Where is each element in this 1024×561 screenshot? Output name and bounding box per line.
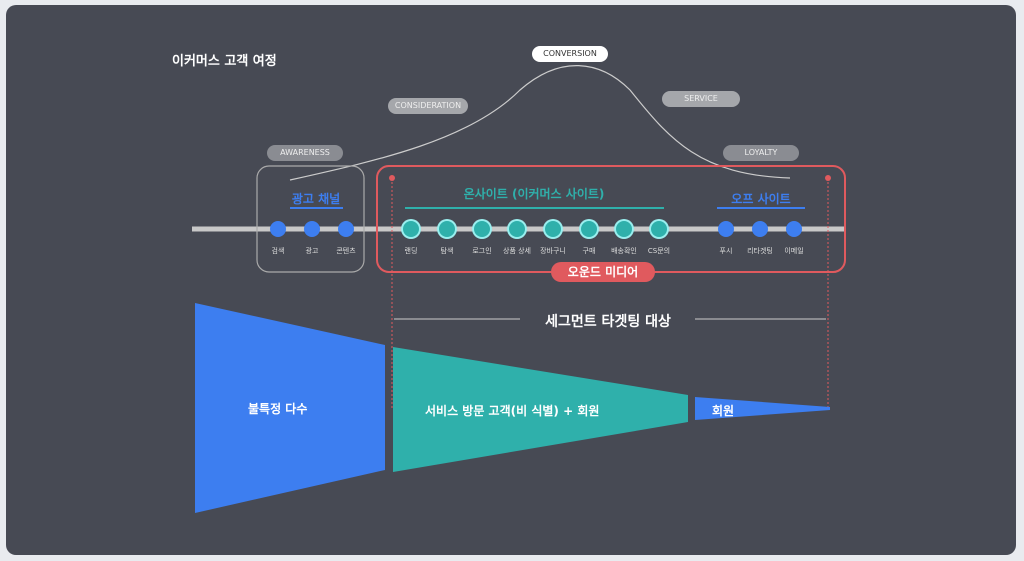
journey-node — [304, 221, 320, 237]
stage-loyalty: LOYALTY — [723, 145, 799, 161]
journey-node — [403, 221, 419, 237]
node-label: 탐색 — [440, 247, 454, 255]
node-label: 배송확인 — [611, 247, 637, 255]
stage-awareness: AWARENESS — [267, 145, 343, 161]
journey-node — [752, 221, 768, 237]
journey-node — [439, 221, 455, 237]
diagram-panel — [6, 5, 1016, 555]
owned-media-box — [376, 165, 846, 273]
node-label: 광고 — [305, 247, 319, 255]
stage-service: SERVICE — [662, 91, 740, 107]
ad-channel-title: 광고 채널 — [291, 192, 341, 206]
node-label: 리타겟팅 — [747, 247, 773, 255]
segment-targeting-label: 세그먼트 타겟팅 대상 — [545, 314, 671, 330]
onsite-title: 온사이트 (이커머스 사이트) — [463, 187, 605, 201]
journey-node — [270, 221, 286, 237]
funnel-label-1: 불특정 다수 — [248, 402, 308, 416]
ad-channel-box — [256, 165, 365, 273]
journey-node — [545, 221, 561, 237]
owned-media-badge: 오운드 미디어 — [551, 262, 655, 282]
node-label: 랜딩 — [404, 247, 418, 255]
journey-node — [338, 221, 354, 237]
funnel-label-2: 서비스 방문 고객(비 식별) + 회원 — [425, 404, 600, 418]
journey-node — [786, 221, 802, 237]
journey-node — [651, 221, 667, 237]
stage-conversion: CONVERSION — [532, 46, 608, 62]
funnel-stage-2 — [393, 347, 688, 472]
node-label: 로그인 — [472, 247, 492, 255]
journey-node — [718, 221, 734, 237]
node-label: 이메일 — [784, 247, 804, 255]
journey-node — [509, 221, 525, 237]
node-label: CS문의 — [647, 247, 671, 255]
stage-consideration: CONSIDERATION — [388, 98, 468, 114]
journey-node — [616, 221, 632, 237]
node-label: 구매 — [582, 247, 596, 255]
journey-curve — [289, 65, 791, 181]
offsite-title: 오프 사이트 — [731, 192, 791, 206]
journey-node — [581, 221, 597, 237]
node-label: 상품 상세 — [503, 247, 531, 255]
node-label: 콘텐츠 — [336, 247, 356, 255]
funnel-stage-1 — [195, 303, 385, 513]
page-title: 이커머스 고객 여정 — [172, 54, 277, 69]
node-label: 푸시 — [719, 247, 733, 255]
journey-node — [474, 221, 490, 237]
funnel-label-3: 회원 — [712, 404, 735, 418]
node-label: 검색 — [271, 247, 285, 255]
funnel-stage-3 — [695, 397, 830, 420]
node-label: 장바구니 — [540, 247, 566, 255]
